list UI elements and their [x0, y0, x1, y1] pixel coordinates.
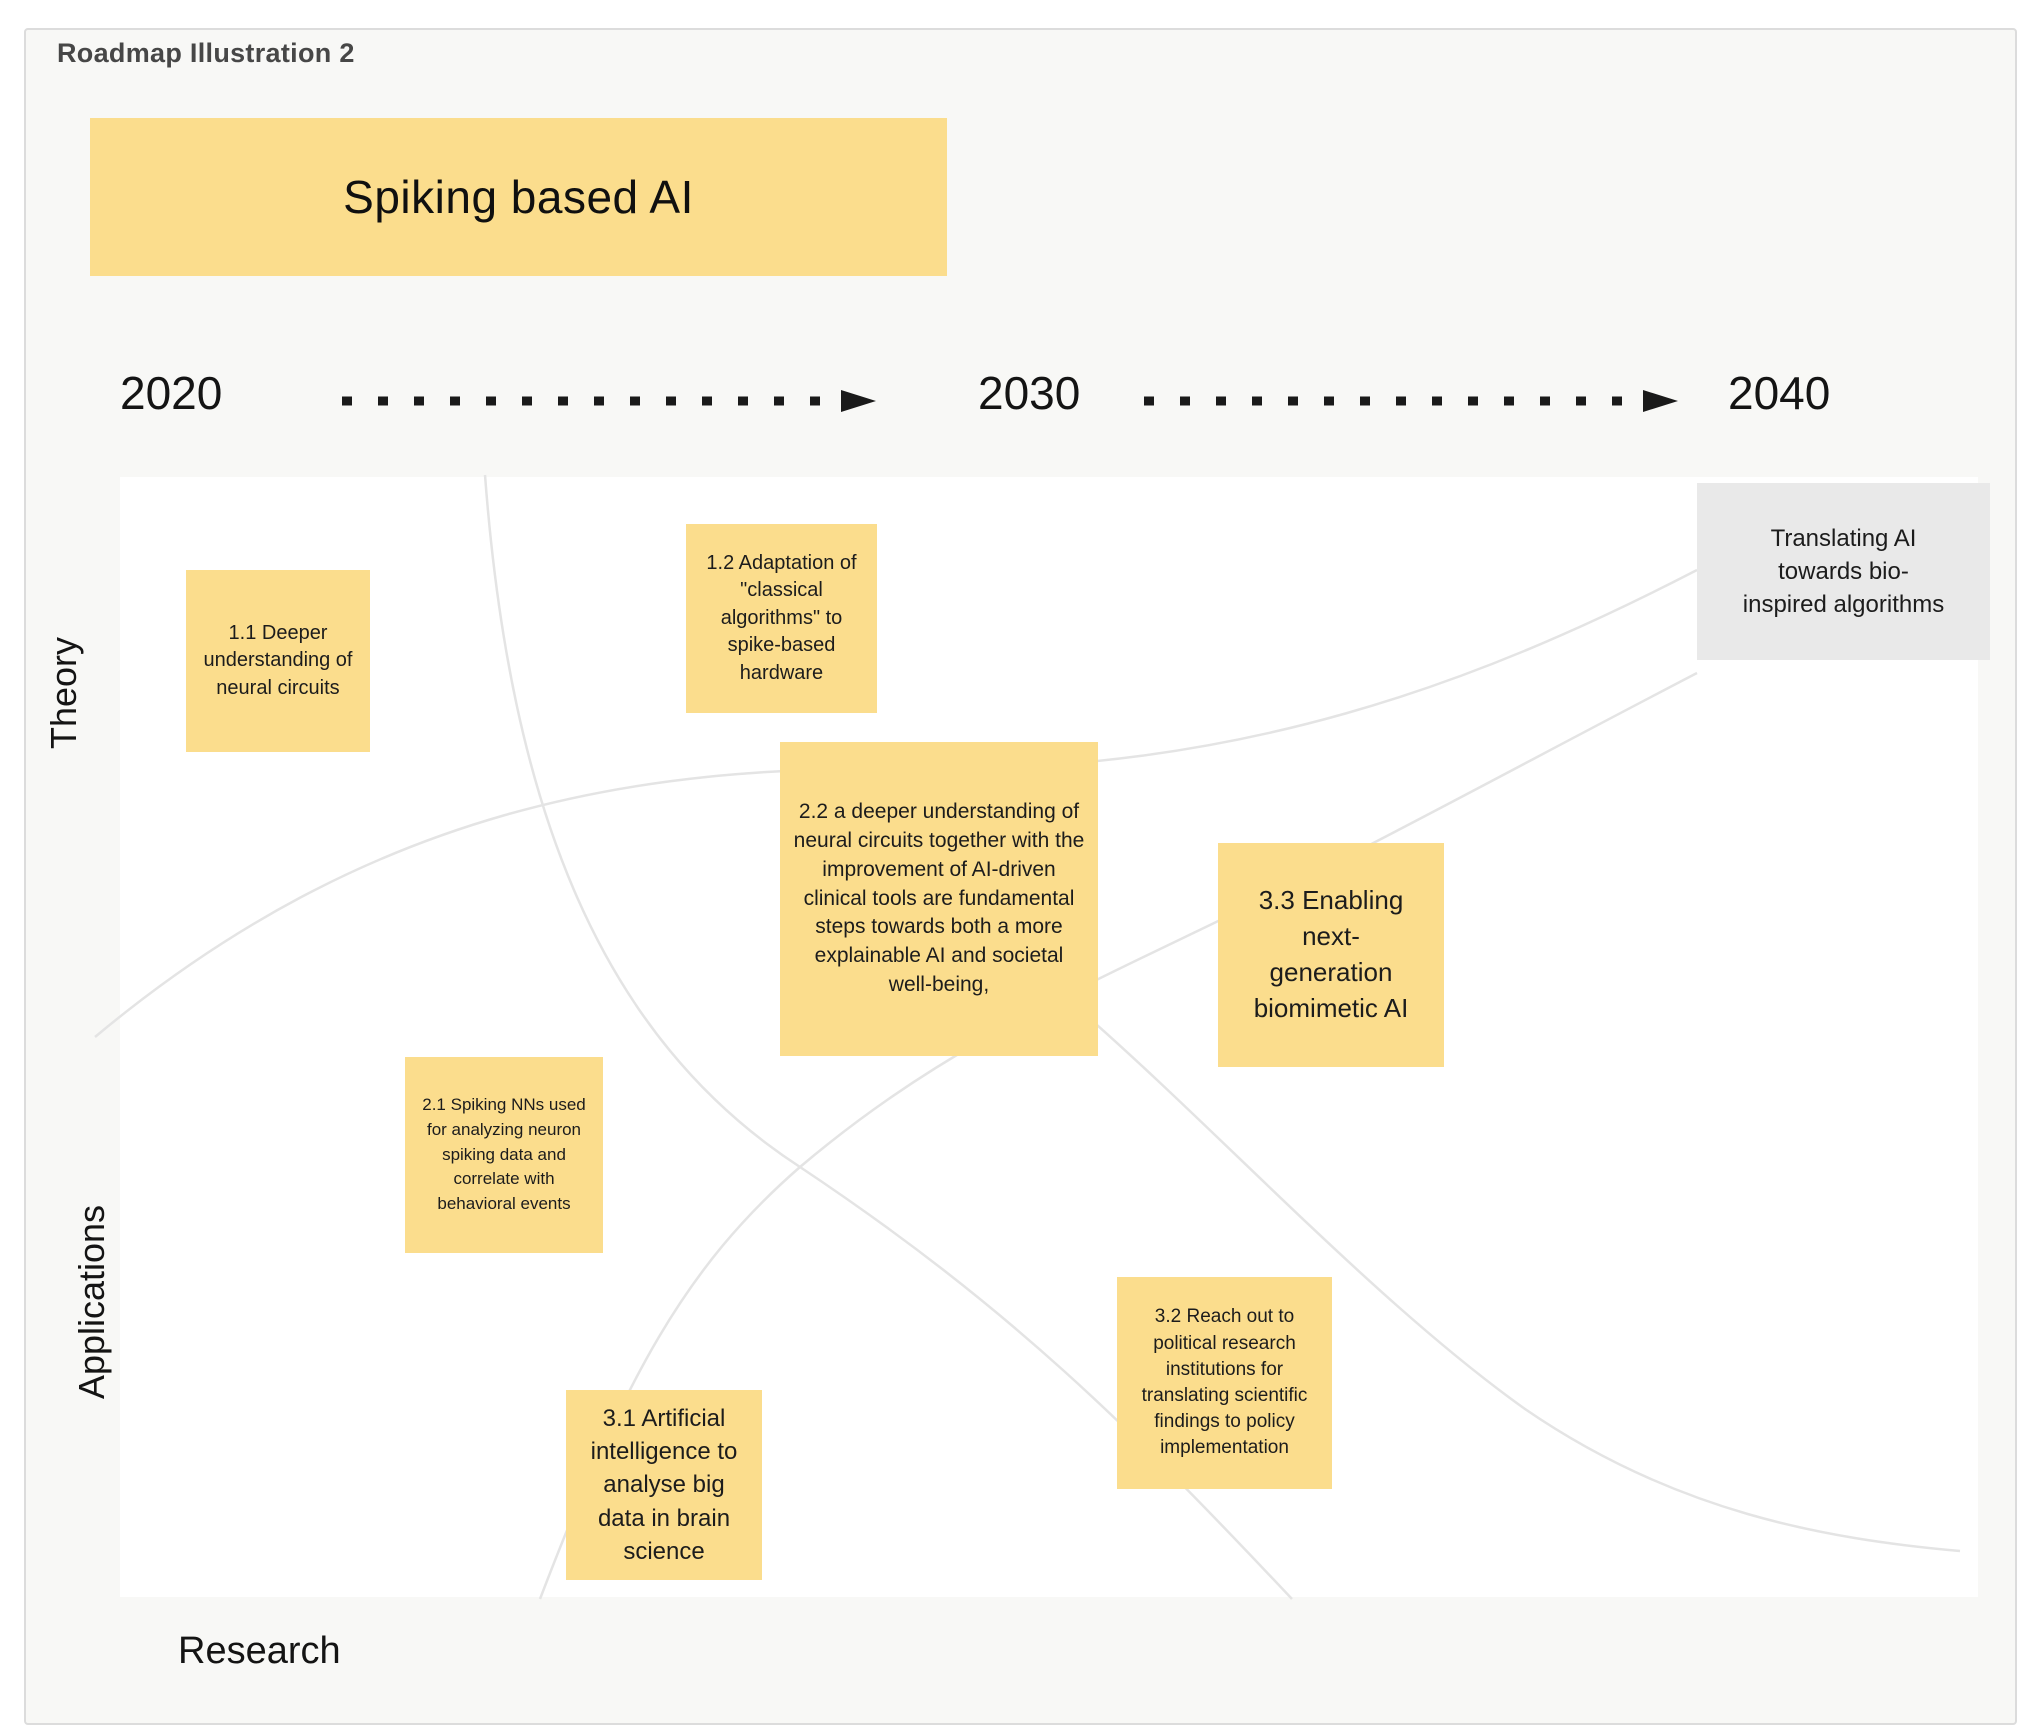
axis-label-applications: Applications — [71, 1204, 112, 1400]
roadmap-title-banner[interactable]: Spiking based AI — [90, 118, 947, 276]
note-1-1[interactable]: 1.1 Deeper understanding of neural circu… — [186, 570, 370, 752]
note-3-1-text: 3.1 Artificial intelligence to analyse b… — [590, 1405, 738, 1565]
note-1-1-text: 1.1 Deeper understanding of neural circu… — [203, 621, 353, 699]
note-3-3[interactable]: 3.3 Enabling next-generation biomimetic … — [1218, 843, 1444, 1067]
axis-label-theory: Theory — [43, 636, 84, 750]
page-title: Roadmap Illustration 2 — [57, 38, 355, 68]
note-1-2[interactable]: 1.2 Adaptation of "classical algorithms"… — [686, 524, 877, 713]
timeline-year-2030: 2030 — [978, 367, 1081, 419]
banner-label: Spiking based AI — [343, 171, 694, 223]
timeline-dashed-arrow-1 — [342, 390, 876, 412]
note-3-2-text: 3.2 Reach out to political research inst… — [1141, 1306, 1308, 1459]
timeline-year-2020: 2020 — [120, 367, 223, 419]
note-1-2-text: 1.2 Adaptation of "classical algorithms"… — [706, 551, 857, 684]
axis-label-research: Research — [178, 1630, 341, 1672]
note-translating-ai-text: Translating AI towards bio-inspired algo… — [1742, 524, 1945, 619]
timeline-year-2040: 2040 — [1728, 367, 1831, 419]
note-3-2[interactable]: 3.2 Reach out to political research inst… — [1117, 1277, 1332, 1489]
note-2-1-text: 2.1 Spiking NNs used for analyzing neuro… — [422, 1095, 586, 1213]
note-3-3-text: 3.3 Enabling next-generation biomimetic … — [1253, 885, 1409, 1023]
note-2-2[interactable]: 2.2 a deeper understanding of neural cir… — [780, 742, 1098, 1056]
note-2-2-text: 2.2 a deeper understanding of neural cir… — [793, 799, 1085, 997]
note-translating-ai[interactable]: Translating AI towards bio-inspired algo… — [1697, 483, 1990, 660]
timeline-dashed-arrow-2 — [1144, 390, 1678, 412]
note-2-1[interactable]: 2.1 Spiking NNs used for analyzing neuro… — [405, 1057, 603, 1253]
curve-center-to-bottomright — [1079, 1009, 1961, 1553]
note-3-1[interactable]: 3.1 Artificial intelligence to analyse b… — [566, 1390, 762, 1580]
